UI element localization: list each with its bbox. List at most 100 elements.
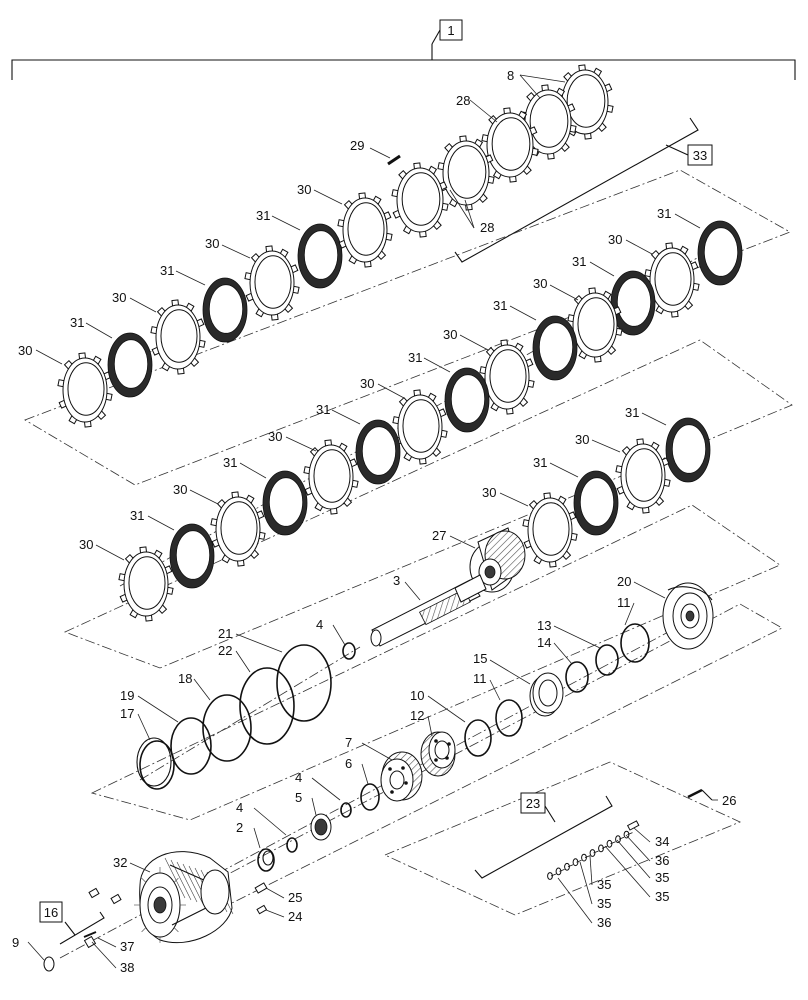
callout-27: 27 (432, 528, 446, 543)
steel-clutch-plate-icon (244, 245, 300, 321)
clutch-plates (57, 64, 743, 622)
callout-7: 7 (345, 735, 352, 750)
callout-r2-31c: 31 (493, 298, 507, 313)
piston-20-icon (662, 582, 714, 650)
callout-r3-30c: 30 (173, 482, 187, 497)
callout-21: 21 (218, 626, 232, 641)
assembly-33-bracket: 33 (454, 117, 713, 263)
seal-rings-right (464, 623, 650, 757)
callout-37: 37 (120, 939, 134, 954)
callout-14: 14 (537, 635, 551, 650)
callout-r2-31e: 31 (316, 402, 330, 417)
callout-22: 22 (218, 643, 232, 658)
steel-clutch-plate-icon (57, 352, 113, 428)
callout-24: 24 (288, 909, 302, 924)
friction-disc-icon (107, 332, 153, 398)
callout-r1-30d: 30 (297, 182, 311, 197)
box-label-16: 16 (44, 905, 58, 920)
assembly-16-bracket: 16 (39, 901, 105, 945)
callout-15: 15 (473, 651, 487, 666)
group-outline-seals (90, 504, 781, 821)
callout-36-top: 36 (655, 853, 669, 868)
callout-labels: 8 28 28 29 30 31 30 31 30 31 30 31 30 31… (12, 68, 736, 975)
callout-r2-30b: 30 (533, 276, 547, 291)
steel-clutch-plate-icon (522, 492, 578, 568)
callout-r2-31a: 31 (657, 206, 671, 221)
callout-28-bottom: 28 (480, 220, 494, 235)
callout-r3-31b: 31 (533, 455, 547, 470)
callout-35-d: 35 (597, 896, 611, 911)
snap-ring-4a (342, 642, 356, 660)
friction-disc-icon (355, 419, 401, 485)
group-outline-row2 (24, 169, 791, 486)
steel-clutch-plate-icon (519, 84, 577, 160)
friction-disc-icon (202, 277, 248, 343)
friction-disc-icon (444, 367, 490, 433)
steel-clutch-plate-icon (303, 439, 359, 515)
callout-r3-30x: 30 (268, 429, 282, 444)
callout-6: 6 (345, 756, 352, 771)
steel-clutch-plate-icon (150, 299, 206, 375)
seal-rings (136, 644, 332, 790)
shaft-3-icon (370, 574, 487, 647)
callout-11-top: 11 (617, 595, 631, 610)
friction-disc-icon (262, 470, 308, 536)
friction-disc-icon (297, 223, 343, 289)
center-axes (59, 95, 721, 959)
callout-25: 25 (288, 890, 302, 905)
callout-20: 20 (617, 574, 631, 589)
callout-4-top: 4 (316, 617, 323, 632)
callout-r3-31d: 31 (130, 508, 144, 523)
retainer-15-icon (529, 672, 564, 717)
callout-r1-30b: 30 (112, 290, 126, 305)
callout-3: 3 (393, 573, 400, 588)
friction-disc-icon (610, 270, 656, 336)
steel-clutch-plate-icon (556, 64, 614, 140)
steel-clutch-plate-icon (567, 287, 623, 363)
callout-35-b: 35 (655, 889, 669, 904)
box-label-23: 23 (526, 796, 540, 811)
clutch-housing-32-icon (134, 851, 234, 944)
callout-2: 2 (236, 820, 243, 835)
callout-r1-31a: 31 (70, 315, 84, 330)
steel-clutch-plate-icon (210, 491, 266, 567)
callout-r3-30a: 30 (575, 432, 589, 447)
callout-r2-30c: 30 (443, 327, 457, 342)
friction-disc-icon (665, 417, 711, 483)
callout-r3-30d: 30 (79, 537, 93, 552)
friction-disc-icon (532, 315, 578, 381)
callout-r1-30c: 30 (205, 236, 219, 251)
callout-r2-31d: 31 (408, 350, 422, 365)
assembly-23-bracket: 23 (474, 792, 613, 879)
callout-r1-31b: 31 (160, 263, 174, 278)
callout-29: 29 (350, 138, 364, 153)
callout-r3-30b: 30 (482, 485, 496, 500)
callout-r2-31b: 31 (572, 254, 586, 269)
callout-36-bottom: 36 (597, 915, 611, 930)
steel-clutch-plate-icon (644, 242, 700, 318)
callout-26: 26 (722, 793, 736, 808)
steel-clutch-plate-icon (392, 389, 448, 465)
callout-19: 19 (120, 688, 134, 703)
callout-10: 10 (410, 688, 424, 703)
friction-disc-icon (169, 523, 215, 589)
leader-lines (27, 74, 718, 969)
callout-4-bottom: 4 (236, 800, 243, 815)
callout-35-a: 35 (655, 870, 669, 885)
pin-26-icon (687, 788, 713, 801)
steel-clutch-plate-icon (437, 135, 495, 211)
callout-9: 9 (12, 935, 19, 950)
callout-4-mid: 4 (295, 770, 302, 785)
callout-r3-31c: 31 (223, 455, 237, 470)
callout-17: 17 (120, 706, 134, 721)
steel-clutch-plate-icon (391, 162, 449, 238)
callout-32: 32 (113, 855, 127, 870)
callout-38: 38 (120, 960, 134, 975)
callout-28-top: 28 (456, 93, 470, 108)
gear-27-icon (469, 527, 526, 593)
steel-clutch-plate-icon (118, 546, 174, 622)
pin-29 (387, 154, 401, 166)
box-label-33: 33 (693, 148, 707, 163)
friction-disc-icon (697, 220, 743, 286)
small-rings (257, 783, 380, 872)
